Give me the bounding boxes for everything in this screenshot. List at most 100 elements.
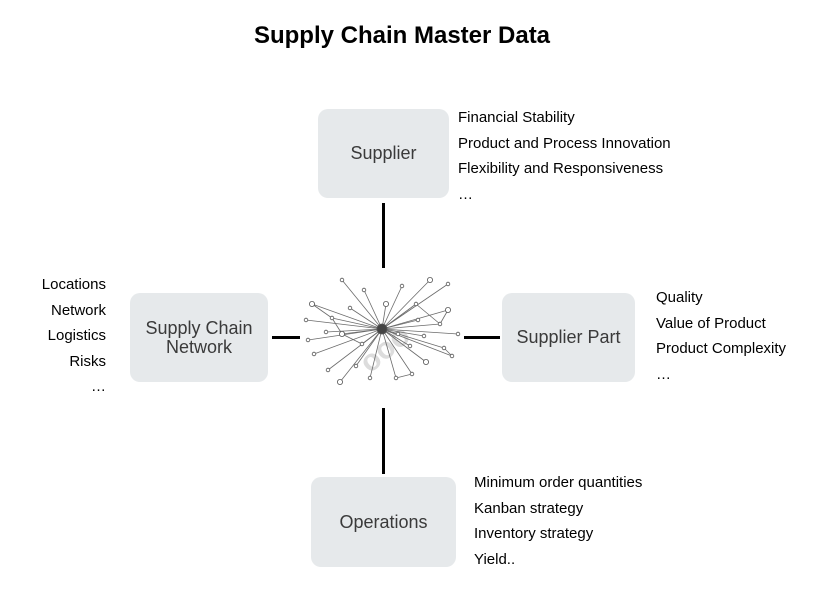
operations-attributes: Minimum order quantities Kanban strategy… xyxy=(474,470,642,572)
graph-node xyxy=(441,345,447,351)
graph-edge xyxy=(341,333,363,345)
graph-node xyxy=(455,331,461,337)
graph-node xyxy=(308,300,315,307)
graph-node xyxy=(311,351,317,357)
network-attribute: Logistics xyxy=(47,327,106,344)
operations-attribute: Minimum order quantities xyxy=(474,474,643,491)
graph-edge xyxy=(355,328,383,367)
graph-edge xyxy=(381,303,417,330)
connector-part xyxy=(464,336,500,339)
graph-node xyxy=(323,329,329,335)
graph-node xyxy=(339,331,346,338)
supplier-part-attribute: Product Complexity xyxy=(656,340,787,357)
operations-attribute: Kanban strategy xyxy=(474,499,584,517)
supplier-part-attribute: … xyxy=(656,365,671,383)
graph-edge xyxy=(339,328,383,383)
graph-node xyxy=(423,359,430,366)
graph-hub-node xyxy=(376,323,388,335)
supplier-part-box: Supplier Part xyxy=(502,293,635,382)
graph-node xyxy=(347,305,353,311)
graph-edge xyxy=(363,289,383,330)
graph-node xyxy=(449,353,455,359)
graph-node xyxy=(393,375,399,381)
operations-label: Operations xyxy=(339,511,428,532)
graph-node xyxy=(399,283,405,289)
graph-node xyxy=(407,343,413,349)
connector-operations xyxy=(382,408,385,474)
graph-node xyxy=(353,363,359,369)
operations-attribute: Inventory strategy xyxy=(474,525,594,542)
graph-edge xyxy=(369,328,383,379)
network-attribute: … xyxy=(91,378,106,395)
supplier-part-attribute: Value of Product xyxy=(656,314,766,332)
connector-network xyxy=(272,336,300,339)
graph-edge xyxy=(381,323,441,330)
network-attribute: Risks xyxy=(69,352,106,370)
graph-node xyxy=(437,321,443,327)
graph-node xyxy=(361,287,367,293)
graph-edge xyxy=(313,328,383,355)
supply-chain-network-box: Supply Chain Network xyxy=(130,293,268,382)
graph-node xyxy=(426,277,433,283)
graph-edge xyxy=(381,319,419,330)
supplier-part-label: Supplier Part xyxy=(516,327,621,347)
graph-edge xyxy=(341,328,383,335)
graph-edge xyxy=(415,303,441,325)
graph-node xyxy=(415,317,421,323)
graph-edge xyxy=(349,307,383,330)
supplier-attribute: Product and Process Innovation xyxy=(458,134,671,152)
graph-node xyxy=(337,379,344,386)
supplier-part-attributes: Quality Value of Product Product Complex… xyxy=(656,285,786,387)
supplier-box: Supplier xyxy=(318,109,449,198)
graph-node xyxy=(395,331,401,337)
operations-box: Operations xyxy=(311,477,456,567)
network-graph-icon: ooo xyxy=(303,277,461,386)
graph-edge xyxy=(381,279,431,330)
graph-edge xyxy=(331,317,383,330)
graph-edge xyxy=(305,319,383,330)
graph-node xyxy=(383,300,390,307)
graph-edge xyxy=(381,328,397,379)
graph-node xyxy=(339,277,345,283)
graph-node xyxy=(303,317,309,323)
graph-edge xyxy=(395,373,413,379)
graph-edge xyxy=(331,317,343,335)
graph-edge xyxy=(381,328,453,357)
graph-edge xyxy=(381,328,425,337)
graph-edge xyxy=(325,328,383,333)
network-attributes: Locations Network Logistics Risks … xyxy=(42,272,106,400)
operations-attribute: Yield.. xyxy=(474,550,516,568)
supplier-attribute: Financial Stability xyxy=(458,109,575,126)
graph-node xyxy=(367,375,373,381)
graph-edge xyxy=(381,285,403,330)
graph-node xyxy=(409,371,415,377)
graph-node xyxy=(413,301,419,307)
network-attribute: Network xyxy=(50,301,106,319)
network-label-line: Network xyxy=(165,336,232,357)
graph-edge xyxy=(381,309,449,330)
graph-edge xyxy=(381,328,413,375)
supplier-attribute: Flexibility and Responsiveness xyxy=(458,160,664,177)
graph-edge xyxy=(311,303,333,319)
graph-edge xyxy=(381,283,449,330)
graph-node xyxy=(445,281,451,287)
graph-node xyxy=(329,315,335,321)
supplier-label: Supplier xyxy=(350,143,417,163)
graph-node xyxy=(325,367,331,373)
network-label-line: Supply Chain xyxy=(145,317,253,338)
supplier-part-attribute: Quality xyxy=(656,289,703,306)
supplier-attribute: … xyxy=(458,185,473,203)
graph-node xyxy=(359,341,365,347)
graph-edge xyxy=(341,279,383,330)
graph-edge xyxy=(311,303,383,330)
graph-node xyxy=(444,307,451,314)
graph-edge xyxy=(381,328,459,335)
graph-node xyxy=(421,333,427,339)
network-attribute: Locations xyxy=(41,276,106,293)
graph-edge xyxy=(381,328,411,347)
graph-node xyxy=(305,337,311,343)
supplier-attributes: Financial Stability Product and Process … xyxy=(458,105,671,207)
graph-edge xyxy=(381,328,427,363)
connector-supplier xyxy=(382,203,385,268)
diagram-title: Supply Chain Master Data xyxy=(253,22,551,49)
